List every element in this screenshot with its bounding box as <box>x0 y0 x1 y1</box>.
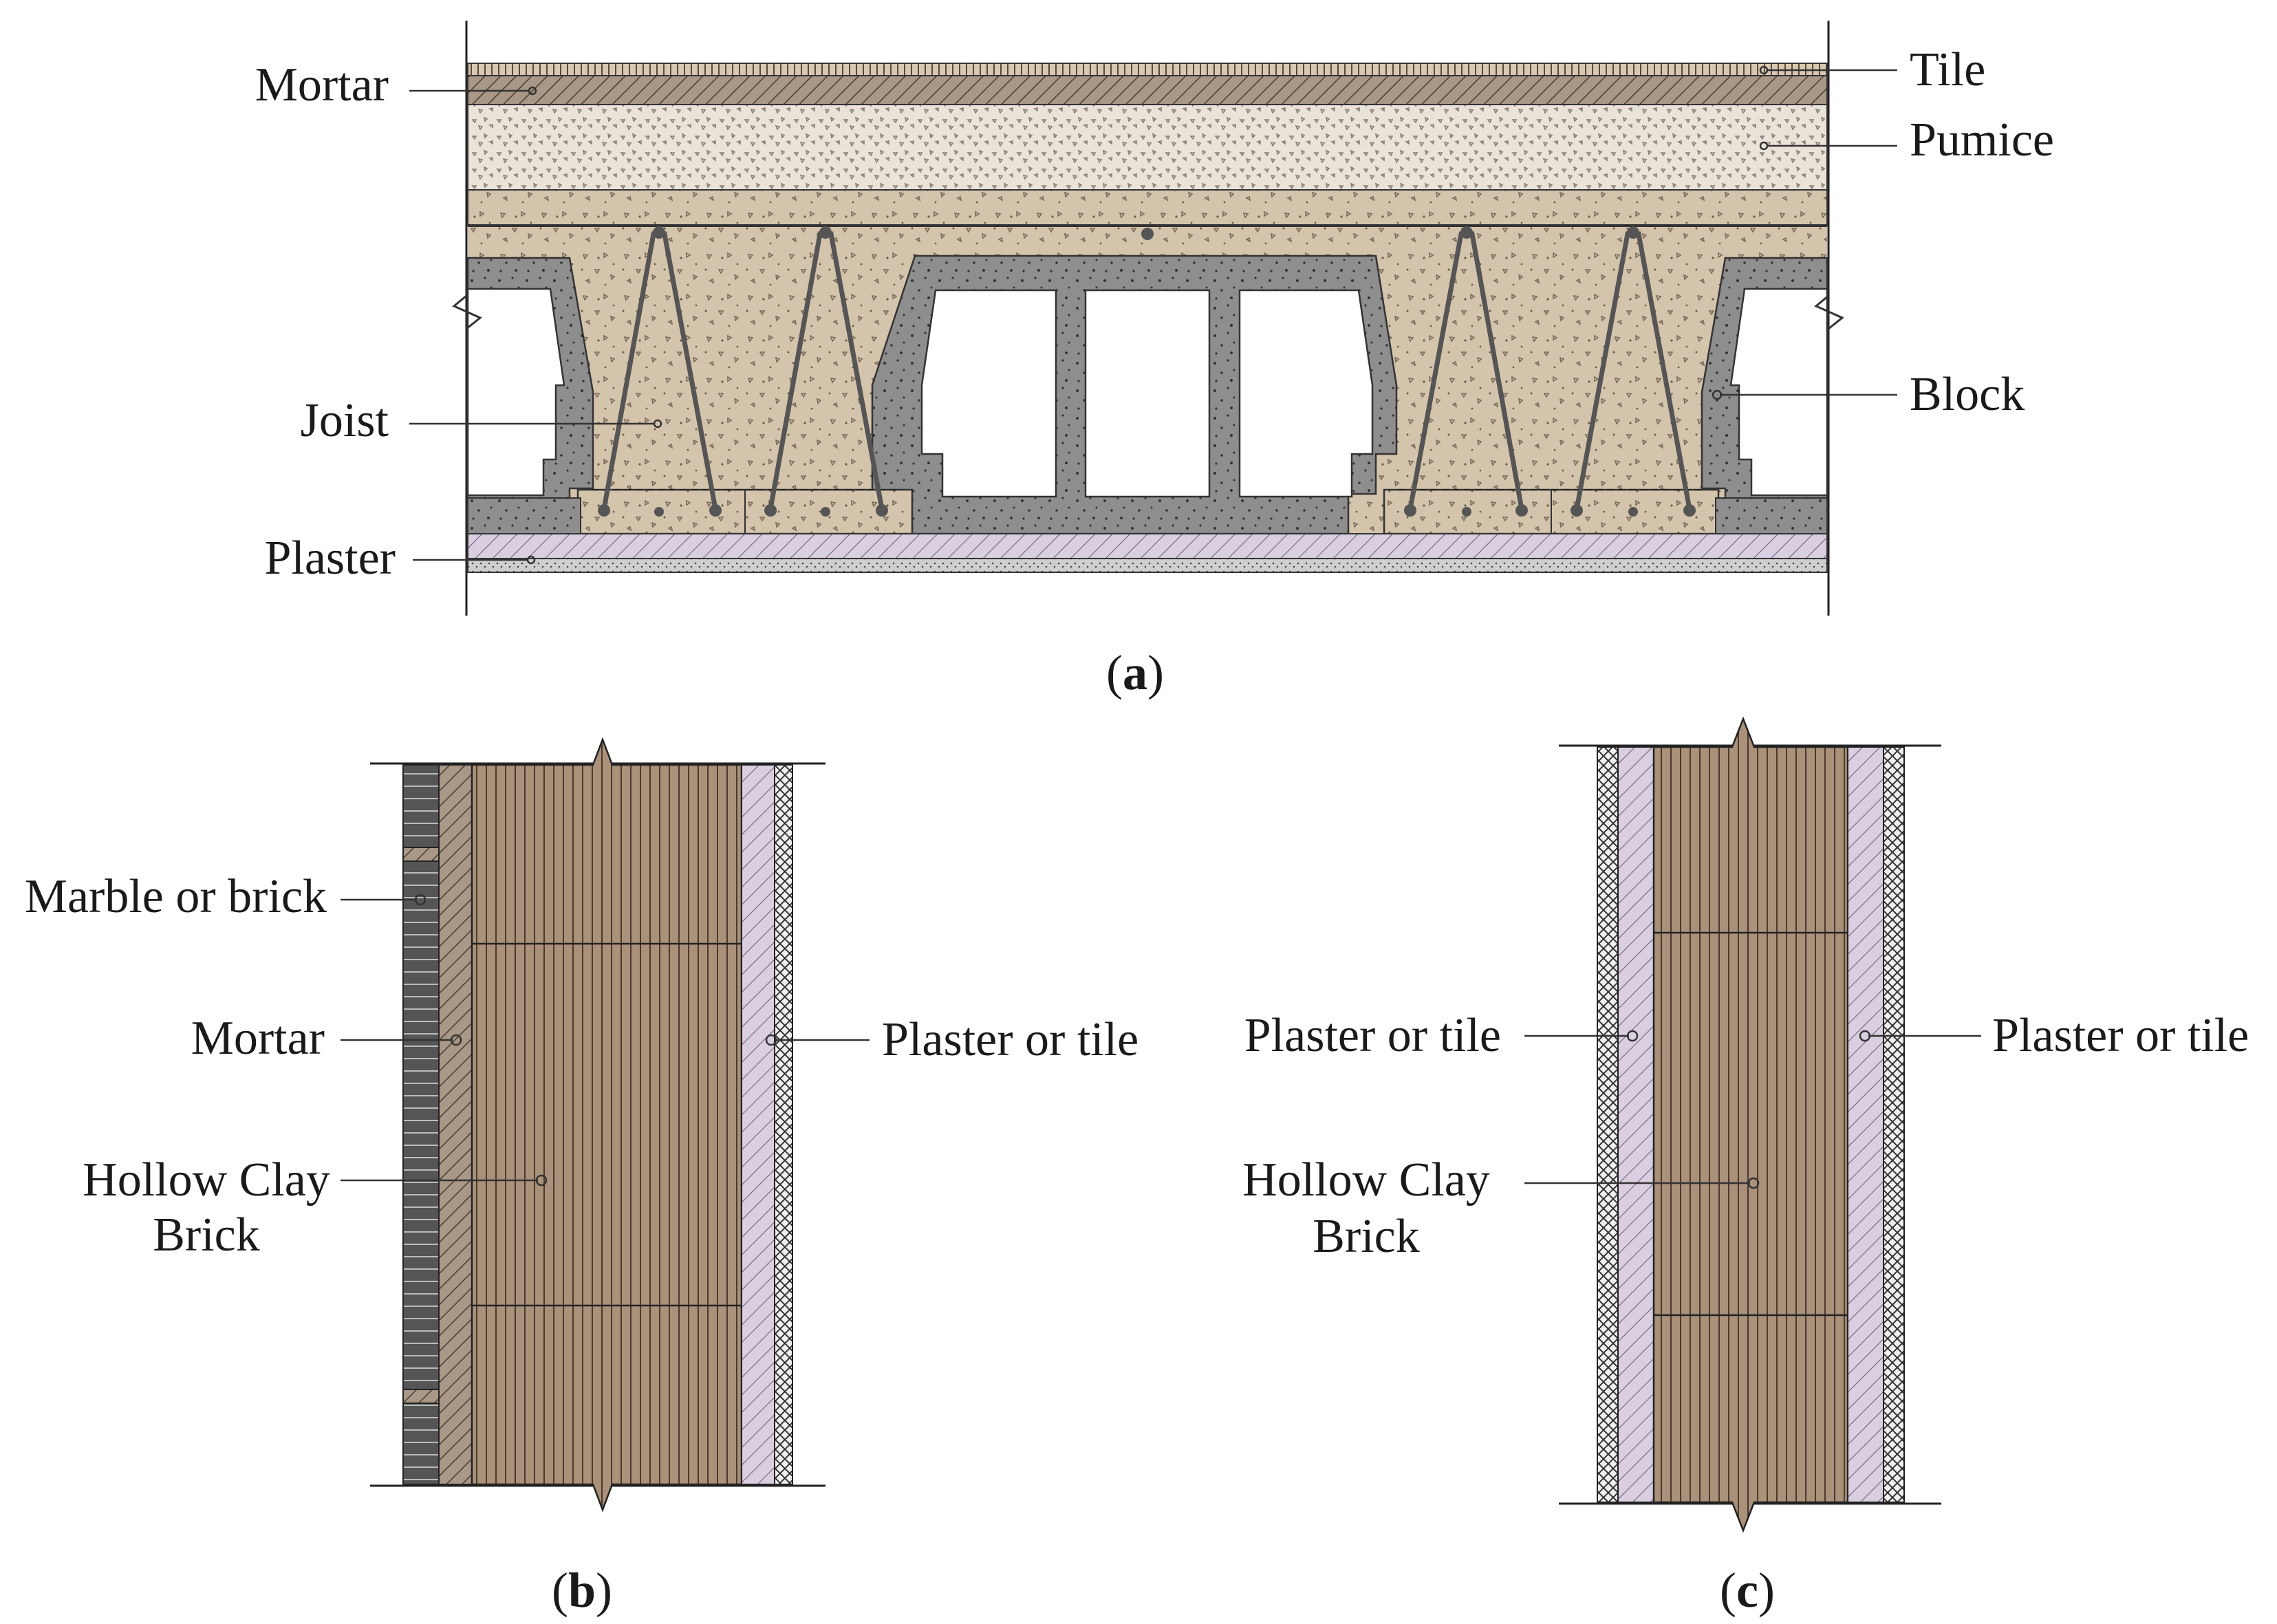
svg-text:Plaster or tile: Plaster or tile <box>1244 1009 1501 1062</box>
label-plaster-or-tile-c-left: Plaster or tile <box>1244 1009 1639 1062</box>
svg-text:Hollow Clay: Hollow Clay <box>83 1154 330 1206</box>
svg-text:Tile: Tile <box>1910 43 1985 96</box>
floor-section-diagram: Mortar Joist Plaster Tile Pumice Block (… <box>255 21 2054 700</box>
label-pumice: Pumice <box>1759 113 2054 166</box>
marble-layer <box>402 764 440 848</box>
label-plaster-or-tile-b: Plaster or tile <box>765 1013 1138 1066</box>
mortar-layer-b <box>438 764 473 1485</box>
label-joist: Joist <box>301 394 662 447</box>
mortar-layer <box>467 75 1828 105</box>
svg-text:Joist: Joist <box>301 394 389 447</box>
svg-text:Brick: Brick <box>1313 1210 1420 1263</box>
concrete-topping <box>467 189 1828 226</box>
svg-text:Plaster or tile: Plaster or tile <box>1992 1009 2249 1062</box>
label-marble-or-brick: Marble or brick <box>25 870 427 923</box>
label-hollow-clay-brick-c: Hollow Clay Brick <box>1242 1154 1760 1263</box>
svg-text:Mortar: Mortar <box>255 58 389 111</box>
wall-section-b: Marble or brick Mortar Hollow Clay Brick… <box>25 737 1138 1618</box>
label-plaster-or-tile-c-right: Plaster or tile <box>1859 1009 2249 1062</box>
tile-layer <box>467 63 1828 76</box>
label-mortar: Mortar <box>255 58 537 111</box>
plaster-layer-b <box>741 764 775 1485</box>
plaster-layer-c-left <box>1617 746 1654 1503</box>
caption-b: (b) <box>552 1563 612 1618</box>
label-plaster: Plaster <box>264 532 536 585</box>
svg-text:Brick: Brick <box>153 1209 260 1262</box>
plaster-layer <box>467 533 1828 559</box>
svg-text:Plaster: Plaster <box>264 532 396 585</box>
svg-text:Marble or brick: Marble or brick <box>25 870 327 923</box>
label-tile: Tile <box>1759 43 1985 96</box>
pumice-layer <box>467 104 1828 191</box>
svg-text:Mortar: Mortar <box>191 1012 325 1065</box>
hollow-clay-brick-b <box>471 737 743 1513</box>
label-block: Block <box>1712 368 2025 421</box>
hollow-clay-brick-c <box>1652 716 1849 1533</box>
plaster-layer-c-right <box>1847 746 1884 1503</box>
label-hollow-clay-brick-b: Hollow Clay Brick <box>83 1154 548 1262</box>
svg-text:Pumice: Pumice <box>1910 113 2054 166</box>
caption-a: (a) <box>1106 645 1164 700</box>
svg-text:Plaster or tile: Plaster or tile <box>882 1013 1138 1066</box>
svg-text:Block: Block <box>1910 368 2025 421</box>
label-mortar-b: Mortar <box>191 1012 462 1065</box>
caption-c: (c) <box>1720 1563 1775 1618</box>
svg-text:Hollow Clay: Hollow Clay <box>1242 1154 1490 1206</box>
wall-section-c: Plaster or tile Plaster or tile Hollow C… <box>1242 716 2249 1618</box>
